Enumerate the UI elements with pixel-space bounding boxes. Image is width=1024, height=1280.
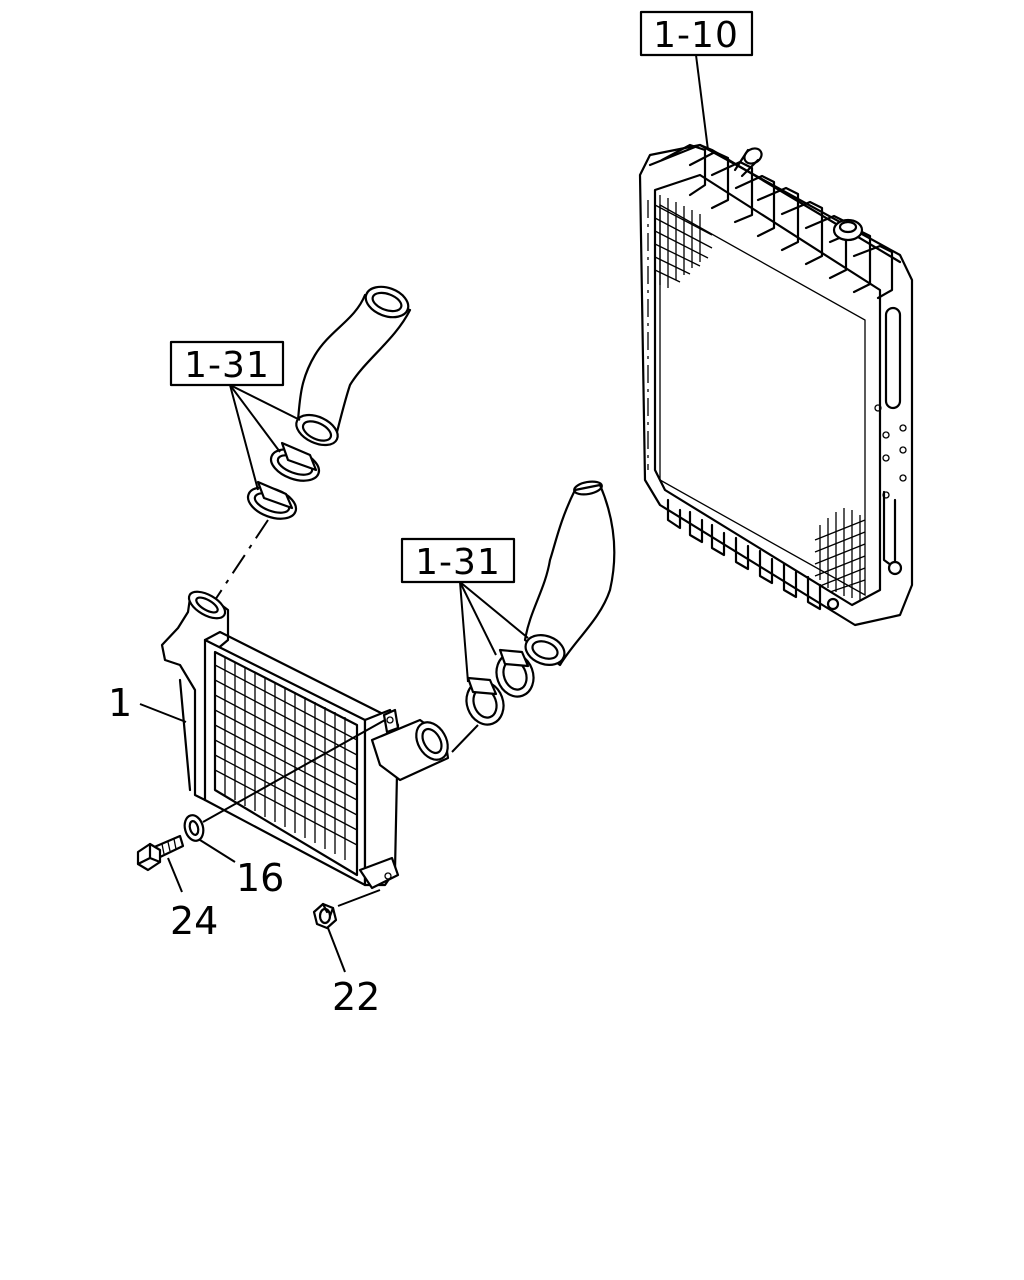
- callout-hose-lower: 1-31: [400, 537, 529, 683]
- intercooler-fins: [214, 657, 358, 860]
- bolt: [136, 834, 185, 872]
- upper-hose: [295, 285, 412, 447]
- callout-hose-lower-label: 1-31: [415, 542, 501, 583]
- part-label-washer: 16: [236, 856, 284, 900]
- callout-hose-upper: 1-31: [169, 340, 301, 491]
- lower-hose-clamps: [465, 648, 535, 726]
- radiator-core-hatch-top: [654, 195, 713, 288]
- part-label-nut: 22: [332, 975, 380, 1019]
- lower-hose: [523, 480, 616, 667]
- upper-centerline: [214, 519, 269, 601]
- washer: [183, 814, 205, 842]
- callout-radiator: 1-10: [639, 10, 754, 151]
- radiator-core-hatch-bottom: [814, 508, 866, 600]
- washer-centerline: [202, 719, 386, 823]
- part-label-bolt: 24: [170, 899, 218, 943]
- part-label-intercooler: 1: [108, 681, 132, 725]
- upper-hose-clamps: [246, 441, 321, 520]
- radiator: [638, 143, 914, 627]
- callout-hose-upper-label: 1-31: [184, 345, 270, 386]
- nut: [312, 902, 338, 930]
- intercooler: [160, 590, 450, 890]
- callout-radiator-label: 1-10: [653, 15, 739, 56]
